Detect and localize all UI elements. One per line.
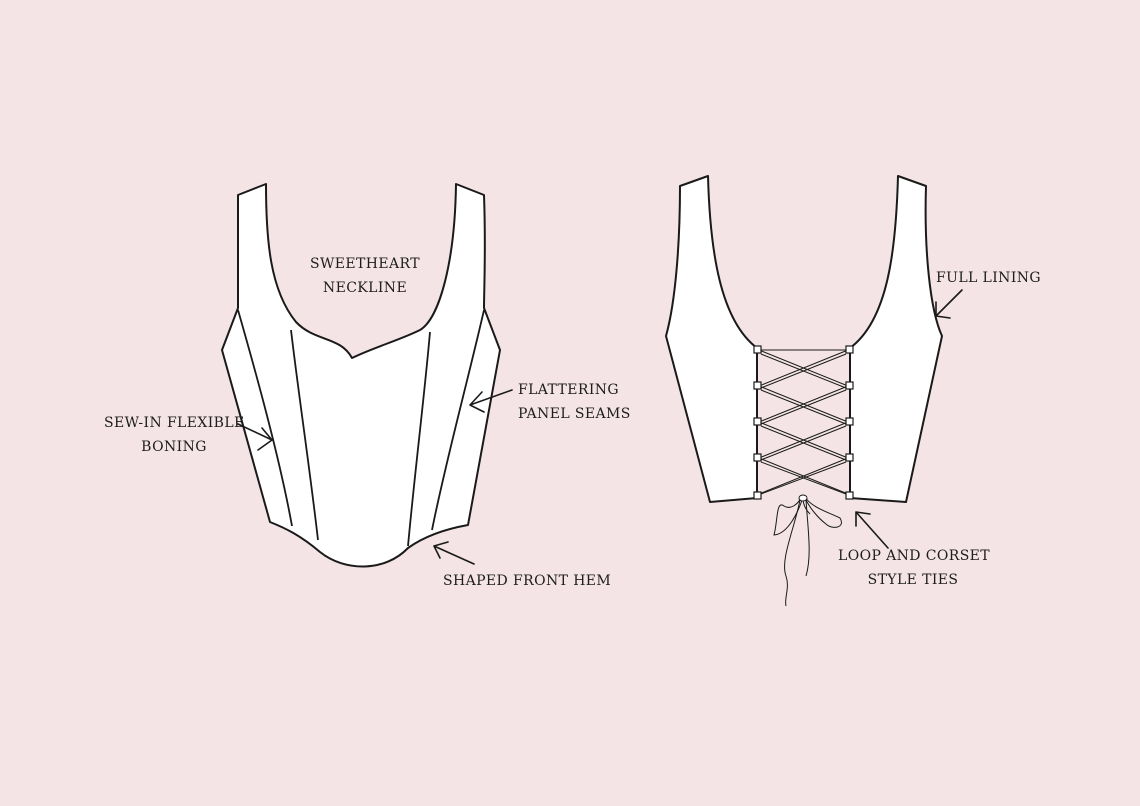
corset-lacing bbox=[758, 349, 849, 495]
shaped-front-hem-label: SHAPED FRONT HEM bbox=[443, 569, 611, 593]
eyelet bbox=[753, 345, 762, 354]
panel-seams-label: FLATTERING PANEL SEAMS bbox=[518, 378, 631, 426]
eyelet bbox=[845, 491, 854, 500]
ties-line2: STYLE TIES bbox=[867, 572, 959, 588]
boning-line1: SEW-IN FLEXIBLE bbox=[104, 415, 245, 431]
back-bodice-outline-right bbox=[849, 175, 943, 503]
back-bodice-outline bbox=[665, 175, 758, 503]
front-seam-right-inner bbox=[407, 331, 431, 547]
eyelet bbox=[753, 381, 762, 390]
full-lining-label: FULL LINING bbox=[936, 266, 1041, 290]
lining-text: FULL LINING bbox=[936, 270, 1041, 286]
sweetheart-line1: SWEETHEART bbox=[310, 256, 420, 272]
ties-label: LOOP AND CORSET STYLE TIES bbox=[838, 544, 991, 592]
corset-ties bbox=[773, 494, 842, 607]
sweetheart-neckline-label: SWEETHEART NECKLINE bbox=[300, 252, 430, 300]
lining-arrow bbox=[935, 289, 963, 319]
eyelet bbox=[845, 381, 854, 390]
boning-line2: BONING bbox=[141, 439, 207, 455]
eyelet bbox=[753, 417, 762, 426]
sweetheart-line2: NECKLINE bbox=[322, 280, 408, 296]
hem-text: SHAPED FRONT HEM bbox=[443, 573, 612, 589]
front-seam-left-outer bbox=[237, 309, 293, 527]
eyelet bbox=[845, 345, 854, 354]
eyelet bbox=[845, 453, 854, 462]
hem-arrow bbox=[433, 541, 475, 565]
ties-arrow bbox=[855, 511, 889, 549]
eyelet bbox=[753, 453, 762, 462]
eyelet bbox=[753, 491, 762, 500]
panel-line2: PANEL SEAMS bbox=[518, 406, 631, 422]
front-seam-left-inner bbox=[290, 329, 319, 541]
front-view bbox=[221, 183, 513, 568]
eyelet bbox=[845, 417, 854, 426]
panel-line1: FLATTERING bbox=[518, 382, 620, 398]
boning-arrow bbox=[237, 423, 273, 451]
boning-label: SEW-IN FLEXIBLE BONING bbox=[104, 411, 244, 459]
back-view bbox=[665, 175, 963, 607]
front-bodice-outline bbox=[221, 183, 501, 568]
eyelets bbox=[753, 345, 854, 500]
panel-seams-arrow bbox=[469, 389, 513, 413]
ties-line1: LOOP AND CORSET bbox=[838, 548, 991, 564]
front-seam-right-outer bbox=[431, 309, 485, 531]
